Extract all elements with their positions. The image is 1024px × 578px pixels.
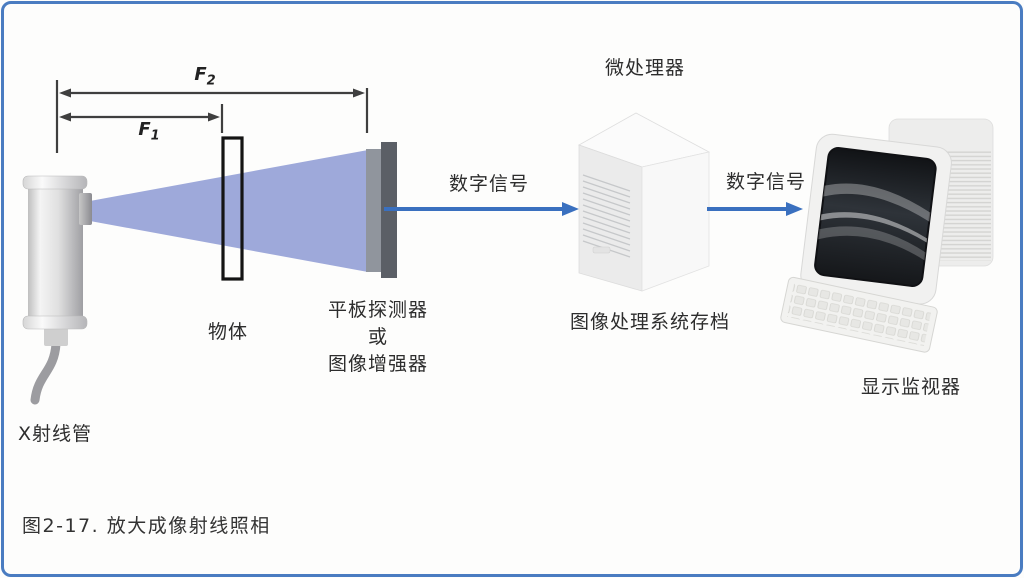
figure-caption: 图2-17. 放大成像射线照相 — [22, 515, 271, 537]
screen-streak — [818, 226, 926, 261]
digital-signal-arrow-1 — [384, 202, 579, 216]
monitor-label: 显示监视器 — [860, 376, 962, 398]
xray-tube-illustration — [22, 175, 92, 405]
keyboard-illustration — [780, 276, 938, 353]
archive-label: 图像处理系统存档 — [569, 311, 731, 333]
detector-label-line2: 或 — [367, 326, 389, 348]
detector-label-line1: 平板探测器 — [327, 299, 429, 321]
tower-badge — [592, 246, 611, 254]
object-label: 物体 — [207, 321, 249, 343]
detector-illustration — [366, 142, 397, 278]
monitor-bezel-group — [800, 133, 952, 305]
tube-bottom-cap — [22, 315, 88, 330]
dimension-lines — [55, 80, 369, 153]
object-rect — [221, 136, 244, 281]
tube-neck — [44, 328, 68, 346]
detector-front-panel — [366, 149, 381, 272]
dimension-arrowheads — [59, 88, 365, 122]
f1-label: F1 — [138, 119, 160, 144]
tube-body — [28, 183, 83, 320]
digital-signal-arrow-2 — [707, 202, 803, 216]
tower-front-face — [578, 144, 643, 292]
digital-signal-label-2: 数字信号 — [725, 171, 807, 193]
f2-label: F2 — [194, 64, 216, 89]
monitor-illustration — [780, 118, 994, 353]
detector-label: 平板探测器 或 图像增强器 — [328, 297, 428, 378]
monitor-screen — [814, 147, 937, 287]
keyboard-keys — [787, 282, 932, 346]
microprocessor-tower-illustration — [578, 112, 711, 292]
xray-tube-label: X射线管 — [18, 423, 93, 445]
tower-vents — [582, 174, 631, 258]
tube-port — [79, 193, 92, 225]
detector-label-line3: 图像增强器 — [327, 353, 429, 375]
tube-cable — [30, 339, 61, 405]
tower-side-face — [641, 151, 710, 292]
xray-beam-shape — [90, 150, 368, 272]
digital-signal-label-1: 数字信号 — [448, 173, 530, 195]
microprocessor-label: 微处理器 — [604, 57, 686, 79]
screen-streak — [823, 183, 931, 222]
tube-top-cap — [22, 175, 88, 190]
screen-streak — [820, 212, 928, 243]
